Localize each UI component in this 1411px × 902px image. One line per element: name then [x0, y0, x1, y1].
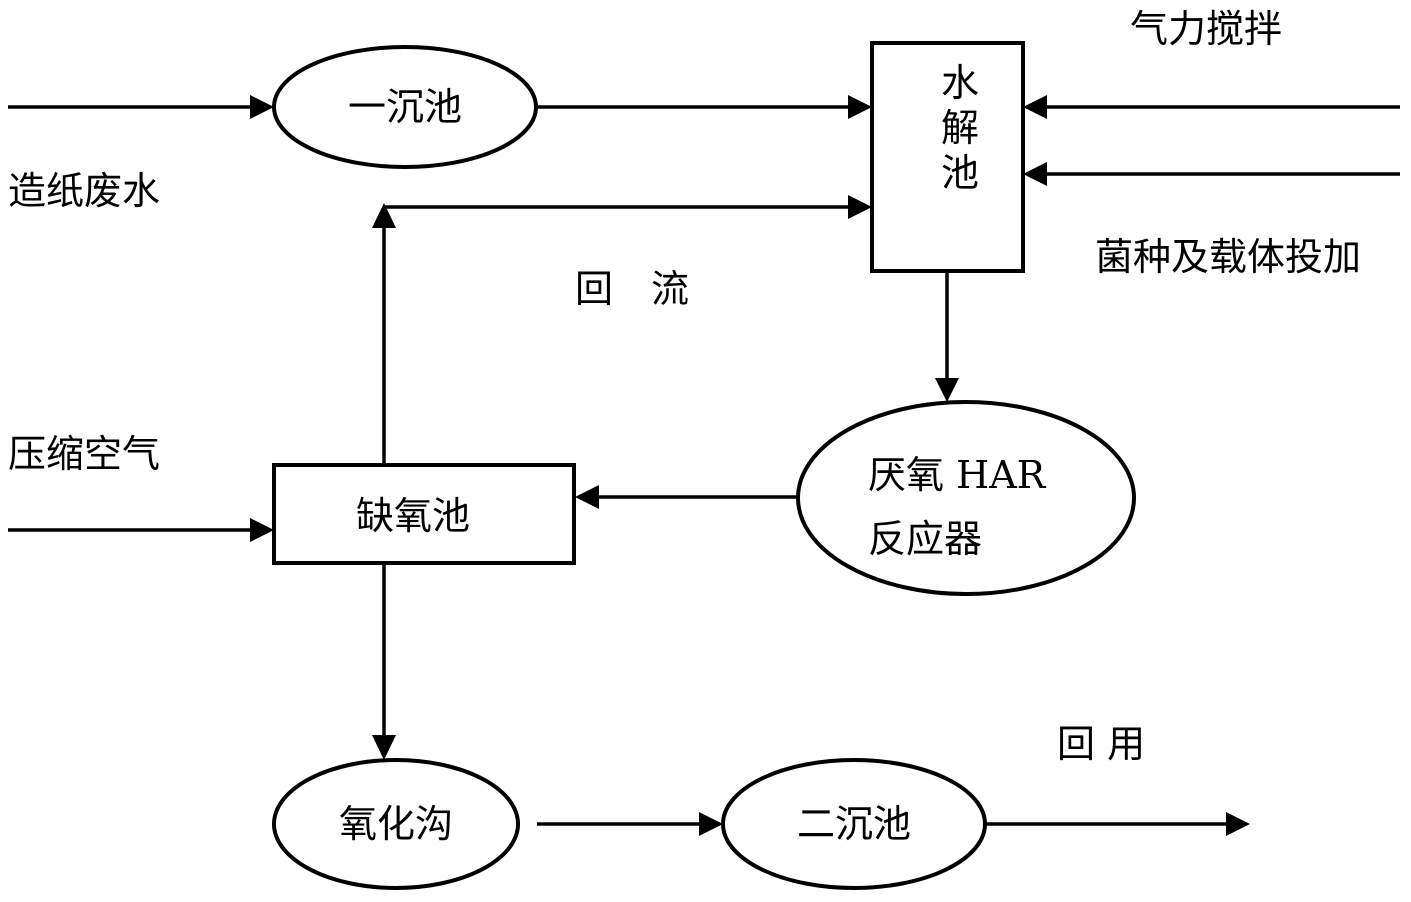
anoxic-tank-node [272, 463, 576, 565]
reflux-inlet-arrowhead [848, 195, 872, 219]
oxidation-ditch-node [272, 758, 520, 890]
inoculum-label: 菌种及载体投加 [1095, 235, 1361, 279]
primary-clarifier-node [272, 45, 538, 169]
hydrolysis-tank-node [870, 41, 1025, 273]
primary-clarifier-label: 一沉池 [348, 85, 462, 129]
air-stirring-label: 气力搅拌 [1130, 7, 1282, 51]
secondary-clarifier-arrowhead [699, 812, 723, 836]
compressed-air-arrowhead [250, 518, 274, 542]
anaerobic-reactor-label-1: 厌氧 HAR [868, 453, 1047, 497]
anaerobic-reactor-node [796, 400, 1136, 596]
anoxic-inlet-arrowhead [575, 485, 599, 509]
oxidation-inlet-arrowhead [372, 735, 396, 760]
reuse-arrowhead [1226, 812, 1250, 836]
anoxic-tank-label: 缺氧池 [356, 494, 470, 538]
compressed-air-label: 压缩空气 [8, 432, 160, 476]
oxidation-ditch-label: 氧化沟 [339, 802, 453, 846]
hydrolysis-inlet-arrowhead [848, 95, 872, 119]
hydrolysis-tank-label-1: 水 [941, 61, 979, 105]
hydrolysis-tank-label-3: 池 [941, 151, 979, 195]
reuse-label: 回 用 [1057, 722, 1145, 766]
reflux-label: 回 流 [575, 267, 689, 311]
anaerobic-reactor-label-2: 反应器 [868, 517, 982, 561]
wastewater-label: 造纸废水 [8, 169, 160, 213]
inoculum-arrowhead [1023, 162, 1047, 186]
hydrolysis-tank-label-2: 解 [941, 106, 979, 150]
wastewater-arrowhead [250, 95, 274, 119]
secondary-clarifier-node [721, 758, 987, 890]
reflux-up-arrowhead [372, 203, 396, 228]
reactor-inlet-arrowhead [935, 378, 959, 402]
secondary-clarifier-label: 二沉池 [797, 802, 911, 846]
air-stirring-arrowhead [1023, 95, 1047, 119]
